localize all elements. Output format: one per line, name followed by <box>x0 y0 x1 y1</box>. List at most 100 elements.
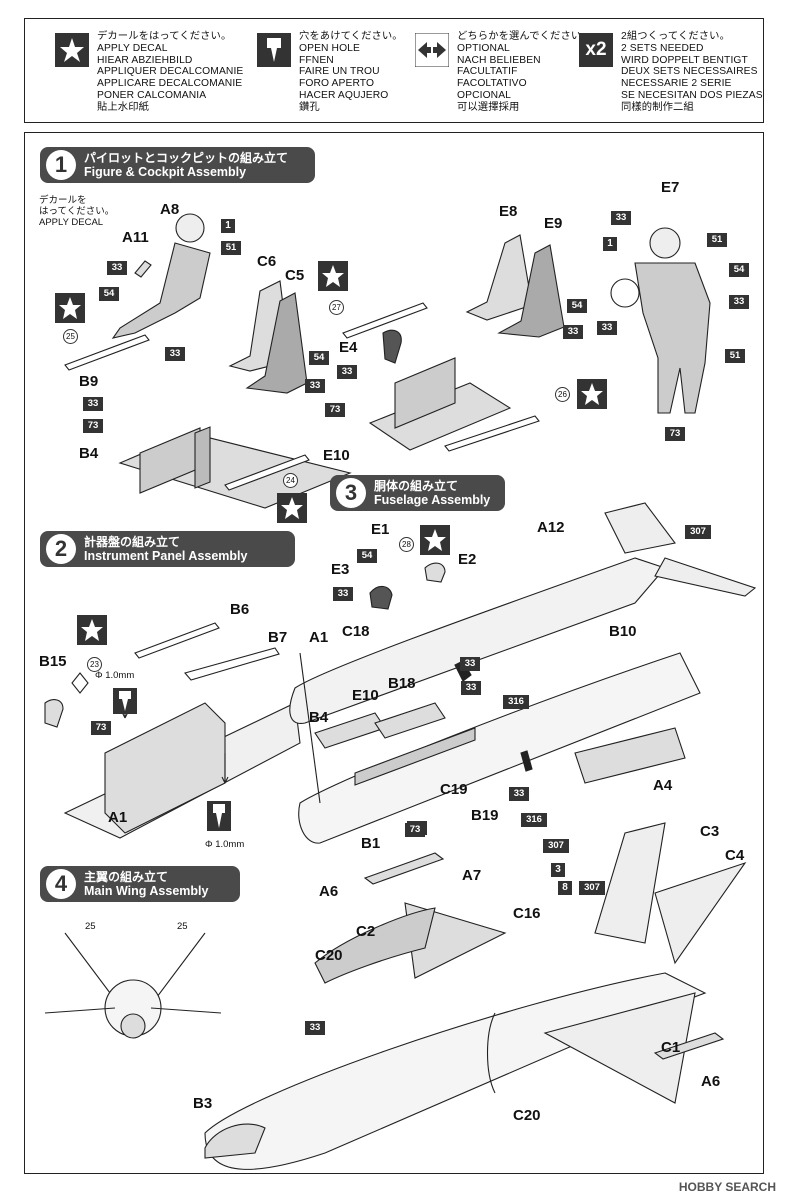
decal-box: 73 <box>665 427 685 441</box>
decal-box: 33 <box>611 211 631 225</box>
part-label: C2 <box>356 923 376 940</box>
part-label: C20 <box>315 947 343 964</box>
decal-box: 51 <box>221 241 241 255</box>
part-label: C19 <box>440 781 468 798</box>
decal-box: 33 <box>337 365 357 379</box>
decal-box: 73 <box>83 419 103 433</box>
part-label: B4 <box>79 445 99 462</box>
part-label: B4 <box>309 709 329 726</box>
hole-size-label: Φ 1.0mm <box>205 839 245 850</box>
part-label: B10 <box>609 623 637 640</box>
decal-box: 51 <box>725 349 745 363</box>
decal-number: 28 <box>399 537 414 552</box>
part-label: A1 <box>108 809 128 826</box>
drill-icon <box>207 801 231 831</box>
step-title-en: Main Wing Assembly <box>84 884 209 898</box>
decal-box: 54 <box>99 287 119 301</box>
part-label: B19 <box>471 807 499 824</box>
apply-decal-note: デカールをはってください。APPLY DECAL <box>39 195 115 228</box>
part-label: B7 <box>268 629 288 646</box>
decal-box: 33 <box>305 379 325 393</box>
double-arrow-icon <box>414 32 450 68</box>
decal-box: 54 <box>567 299 587 313</box>
step-number: 1 <box>46 150 76 180</box>
x2-icon: x2 <box>579 33 613 67</box>
part-label: A6 <box>701 1073 721 1090</box>
decal-box: 33 <box>461 681 481 695</box>
part-label: C20 <box>513 1107 541 1124</box>
decal-box: 73 <box>325 403 345 417</box>
decal-box: 1 <box>603 237 617 251</box>
decal-box: 33 <box>107 261 127 275</box>
decal-box: 54 <box>309 351 329 365</box>
line-art <box>44 213 757 1170</box>
watermark: HOBBY SEARCH <box>678 1180 776 1194</box>
part-label: E10 <box>352 687 379 704</box>
decal-box: 316 <box>521 813 547 827</box>
part-label: A4 <box>653 777 673 794</box>
decal-box: 33 <box>509 787 529 801</box>
decal-box: 73 <box>91 721 111 735</box>
part-label: E9 <box>544 215 563 232</box>
part-label: E10 <box>323 447 350 464</box>
step-4-header: 4 主翼の組み立て Main Wing Assembly <box>40 866 240 902</box>
step-title-jp: パイロットとコックピットの組み立て <box>84 151 289 165</box>
step-title-en: Instrument Panel Assembly <box>84 549 248 563</box>
decal-box: 33 <box>165 347 185 361</box>
star-icon <box>277 493 307 523</box>
decal-box: 33 <box>83 397 103 411</box>
part-label: C18 <box>342 623 370 640</box>
decal-box: 33 <box>460 657 480 671</box>
angle-label: 25 <box>85 921 96 932</box>
step-title-jp: 計器盤の組み立て <box>84 535 181 549</box>
step-2-header: 2 計器盤の組み立て Instrument Panel Assembly <box>40 531 295 567</box>
part-label: B18 <box>388 675 416 692</box>
part-label: C5 <box>285 267 305 284</box>
decal-box: 307 <box>543 839 569 853</box>
drill-icon <box>113 688 137 714</box>
part-label: B15 <box>39 653 67 670</box>
part-label: C4 <box>725 847 745 864</box>
decal-number: 25 <box>63 329 78 344</box>
part-label: A7 <box>462 867 482 884</box>
part-label: E4 <box>339 339 358 356</box>
decal-box: 1 <box>221 219 235 233</box>
decal-box: 3 <box>551 863 565 877</box>
step-3-header: 3 胴体の組み立て Fuselage Assembly <box>330 475 505 511</box>
drill-icon <box>257 33 291 67</box>
angle-label: 25 <box>177 921 188 932</box>
decal-box: 8 <box>558 881 572 895</box>
decal-box: 307 <box>579 881 605 895</box>
star-icon <box>55 33 89 67</box>
part-label: A11 <box>122 229 149 246</box>
part-label: E8 <box>499 203 518 220</box>
decal-number: 23 <box>87 657 102 672</box>
decal-number: 27 <box>329 300 344 315</box>
decal-box: 73 <box>405 823 425 837</box>
star-icon <box>55 293 85 323</box>
star-icon <box>318 261 348 291</box>
decal-box: 51 <box>707 233 727 247</box>
decal-box: 54 <box>729 263 749 277</box>
star-icon <box>77 615 107 645</box>
part-label: B6 <box>230 601 250 618</box>
part-label: E3 <box>331 561 350 578</box>
part-label: A12 <box>537 519 565 536</box>
step-title-jp: 主翼の組み立て <box>84 870 169 884</box>
part-label: C1 <box>661 1039 681 1056</box>
decal-box: 307 <box>685 525 711 539</box>
star-icon <box>577 379 607 409</box>
star-icon <box>420 525 450 555</box>
part-label: A1 <box>309 629 329 646</box>
decal-box: 33 <box>597 321 617 335</box>
decal-number: 26 <box>555 387 570 402</box>
part-label: A6 <box>319 883 339 900</box>
decal-box: 33 <box>563 325 583 339</box>
hole-size-label: Φ 1.0mm <box>95 670 135 681</box>
part-label: E1 <box>371 521 390 538</box>
decal-box: 54 <box>357 549 377 563</box>
decal-box: 33 <box>729 295 749 309</box>
decal-box: 316 <box>503 695 529 709</box>
step-title-en: Fuselage Assembly <box>374 493 491 507</box>
